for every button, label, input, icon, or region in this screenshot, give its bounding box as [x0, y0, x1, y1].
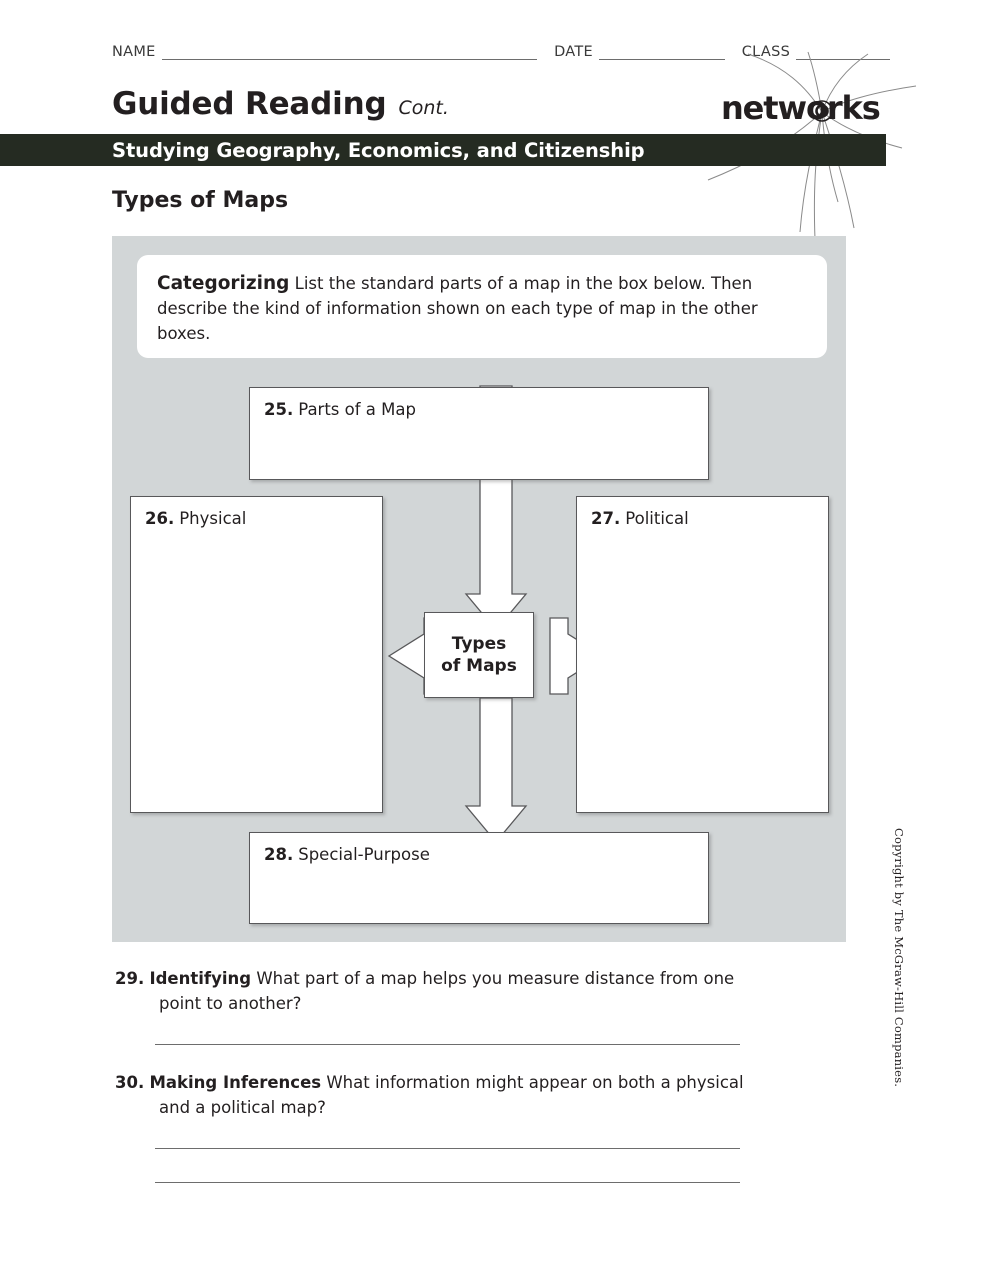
- box-label: Parts of a Map: [298, 400, 416, 419]
- box-number: 27.: [591, 509, 621, 528]
- question-text: What part of a map helps you measure dis…: [159, 969, 735, 1013]
- box-label: Political: [625, 509, 689, 528]
- page-title-main: Guided Reading: [112, 86, 387, 122]
- question-text: What information might appear on both a …: [159, 1073, 744, 1117]
- chapter-banner: [0, 134, 886, 166]
- question-30: 30. Making Inferences What information m…: [115, 1070, 759, 1120]
- section-heading: Types of Maps: [112, 188, 289, 213]
- instruction-text: List the standard parts of a map in the …: [157, 274, 758, 343]
- page-title-continued: Cont.: [398, 97, 449, 119]
- box-number: 25.: [264, 400, 294, 419]
- diagram-box-special-purpose[interactable]: 28.Special-Purpose: [249, 832, 709, 924]
- question-skill-label: Making Inferences: [149, 1073, 322, 1092]
- copyright-notice: Copyright by The McGraw-Hill Companies.: [892, 828, 906, 1088]
- question-number: 30.: [115, 1073, 145, 1092]
- center-node-line1: Types: [451, 634, 507, 654]
- logo-target-o-icon: [811, 100, 833, 122]
- box-label: Special-Purpose: [298, 845, 430, 864]
- answer-line-30-2[interactable]: [155, 1182, 740, 1183]
- page-title: Guided Reading Cont.: [112, 86, 449, 122]
- date-label: DATE: [554, 44, 594, 60]
- chapter-banner-label: Studying Geography, Economics, and Citiz…: [112, 139, 645, 162]
- diagram-box-parts-of-a-map[interactable]: 25.Parts of a Map: [249, 387, 709, 480]
- logo-wordmark: networks: [721, 89, 881, 127]
- question-29: 29. Identifying What part of a map helps…: [115, 966, 759, 1016]
- box-label: Physical: [179, 509, 247, 528]
- question-skill-label: Identifying: [149, 969, 252, 988]
- diagram-box-political[interactable]: 27.Political: [576, 496, 829, 813]
- date-input-line[interactable]: [599, 45, 725, 60]
- question-29-body: 29. Identifying What part of a map helps…: [115, 966, 759, 1016]
- diagram-box-physical[interactable]: 26.Physical: [130, 496, 383, 813]
- diagram-center-node: Types of Maps: [424, 612, 534, 698]
- box-number: 28.: [264, 845, 294, 864]
- answer-line-29-1[interactable]: [155, 1044, 740, 1045]
- instruction-box: Categorizing List the standard parts of …: [137, 255, 827, 358]
- question-number: 29.: [115, 969, 145, 988]
- instruction-skill-label: Categorizing: [157, 273, 290, 294]
- box-number: 26.: [145, 509, 175, 528]
- name-label: NAME: [112, 44, 156, 60]
- center-node-line2: of Maps: [441, 656, 517, 676]
- class-input-line[interactable]: [796, 45, 891, 60]
- name-input-line[interactable]: [161, 45, 538, 60]
- answer-line-30-1[interactable]: [155, 1148, 740, 1149]
- question-30-body: 30. Making Inferences What information m…: [115, 1070, 759, 1120]
